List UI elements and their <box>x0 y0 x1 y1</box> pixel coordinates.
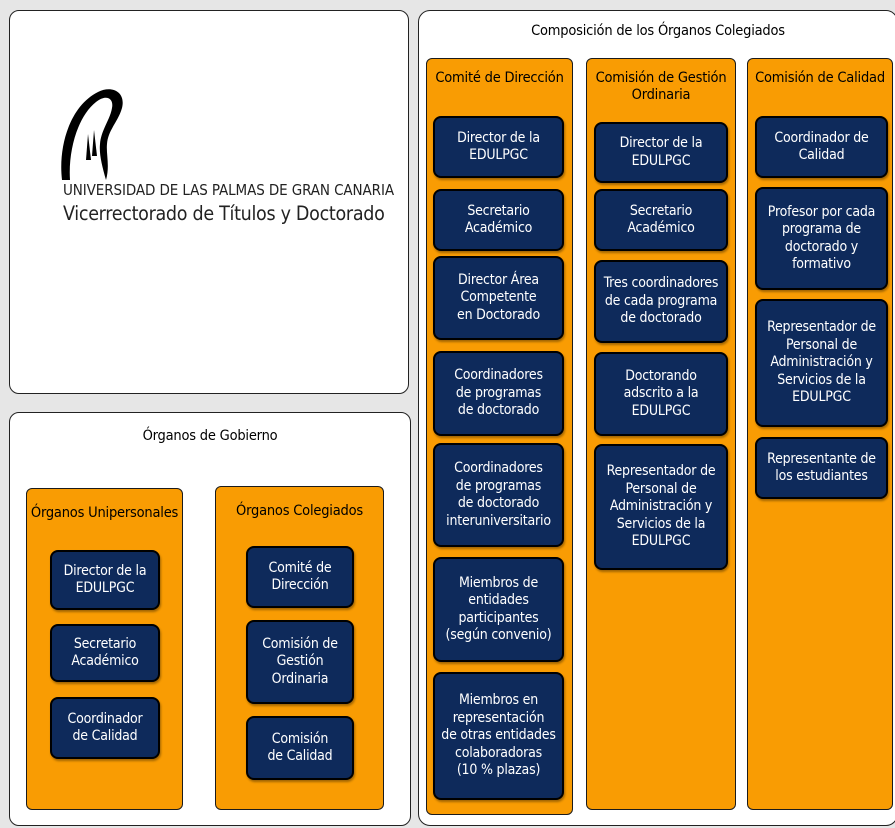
comite-box-coordinadores: Coordinadores de programas de doctorado <box>433 351 564 436</box>
university-name: UNIVERSIDAD DE LAS PALMAS DE GRAN CANARI… <box>63 181 394 199</box>
comite-box-coord-interuniv: Coordinadores de programas de doctorado … <box>433 443 564 547</box>
logo-panel <box>9 10 409 394</box>
gestion-box-director: Director de la EDULPGC <box>594 122 728 183</box>
composicion-title: Composición de los Órganos Colegiados <box>531 23 785 39</box>
comite-box-director-area: Director Área Competente en Doctorado <box>433 256 564 340</box>
comite-box-miembros-entidades: Miembros de entidades participantes (seg… <box>433 557 564 662</box>
calidad-box-representador-pas: Representador de Personal de Administrac… <box>755 299 888 427</box>
comite-box-miembros-colaboradoras: Miembros en representación de otras enti… <box>433 672 564 800</box>
comite-box-director: Director de la EDULPGC <box>433 116 564 178</box>
calidad-box-profesor: Profesor por cada programa de doctorado … <box>755 187 888 290</box>
col-box-comite: Comité de Dirección <box>246 546 354 608</box>
calidad-box-coordinador: Coordinador de Calidad <box>755 116 888 178</box>
col-box-calidad: Comisión de Calidad <box>246 716 354 780</box>
gestion-box-tres-coordinadores: Tres coordinadores de cada programa de d… <box>594 260 728 343</box>
comite-box-secretario: Secretario Académico <box>433 189 564 251</box>
calidad-title: Comisión de Calidad <box>755 70 885 86</box>
gestion-box-representador-pas: Representador de Personal de Administrac… <box>594 444 728 570</box>
col-box-gestion: Comisión de Gestión Ordinaria <box>246 620 354 704</box>
colegiados-title: Órganos Colegiados <box>236 503 363 519</box>
gobierno-title: Órganos de Gobierno <box>142 428 278 444</box>
calidad-box-estudiantes: Representante de los estudiantes <box>755 437 888 499</box>
gestion-box-doctorando: Doctorando adscrito a la EDULPGC <box>594 352 728 436</box>
gestion-box-secretario: Secretario Académico <box>594 189 728 251</box>
uni-box-director: Director de la EDULPGC <box>50 550 160 610</box>
vicerrectorado-subtitle: Vicerrectorado de Títulos y Doctorado <box>63 202 385 225</box>
calidad-column: Comisión de Calidad <box>747 58 893 810</box>
ulpgc-logo-icon <box>61 89 123 180</box>
uni-box-secretario: Secretario Académico <box>50 624 160 682</box>
unipersonales-title: Órganos Unipersonales <box>30 505 179 521</box>
uni-box-coordinador: Coordinador de Calidad <box>50 697 160 759</box>
comite-title: Comité de Dirección <box>435 70 564 86</box>
gestion-title: Comisión de Gestión Ordinaria <box>595 70 727 103</box>
